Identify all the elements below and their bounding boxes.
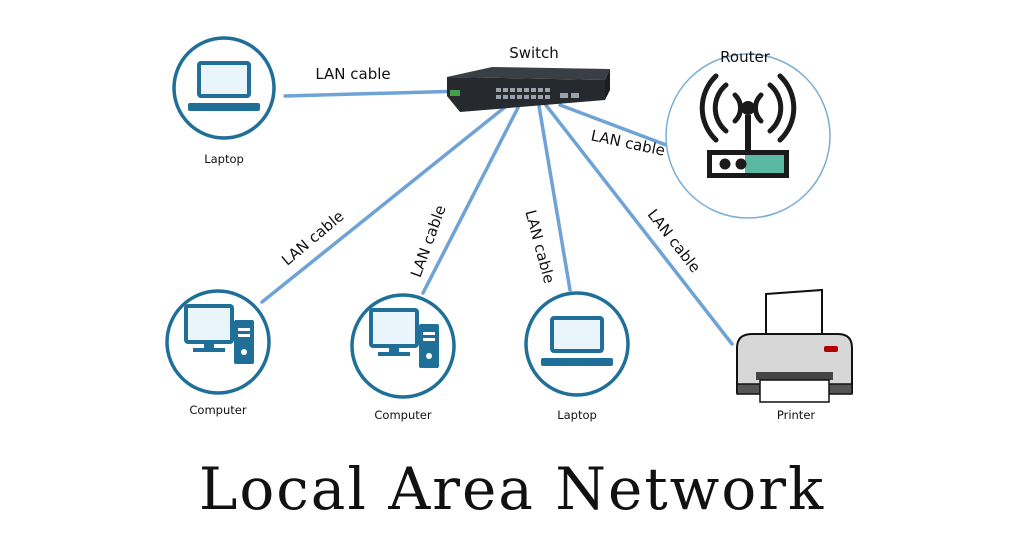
- cable-computer-mid: [421, 94, 526, 295]
- laptop-icon: [541, 316, 613, 366]
- page-title: Local Area Network: [198, 455, 826, 523]
- cable-label-laptop-bottom: LAN cable: [521, 208, 558, 285]
- computer-icon: [184, 304, 254, 364]
- laptop-top-label: Laptop: [204, 152, 244, 166]
- cable-printer: [540, 98, 734, 346]
- router-icon: [699, 73, 797, 178]
- laptop-icon: [188, 61, 260, 111]
- router-label: Router: [720, 48, 771, 66]
- cables: [260, 88, 734, 346]
- laptop-bottom-label: Laptop: [557, 408, 597, 422]
- switch-label: Switch: [509, 44, 559, 62]
- computer-icon: [369, 308, 439, 368]
- cable-label-laptop-top: LAN cable: [315, 65, 390, 83]
- printer-icon: [736, 288, 853, 403]
- cable-laptop-bottom: [536, 98, 572, 292]
- switch-icon: [447, 67, 610, 112]
- computer-left-label: Computer: [189, 403, 246, 417]
- printer-label: Printer: [777, 408, 816, 422]
- cable-computer-left: [260, 93, 522, 304]
- computer-mid-label: Computer: [374, 408, 431, 422]
- cable-label-computer-mid: LAN cable: [407, 203, 450, 280]
